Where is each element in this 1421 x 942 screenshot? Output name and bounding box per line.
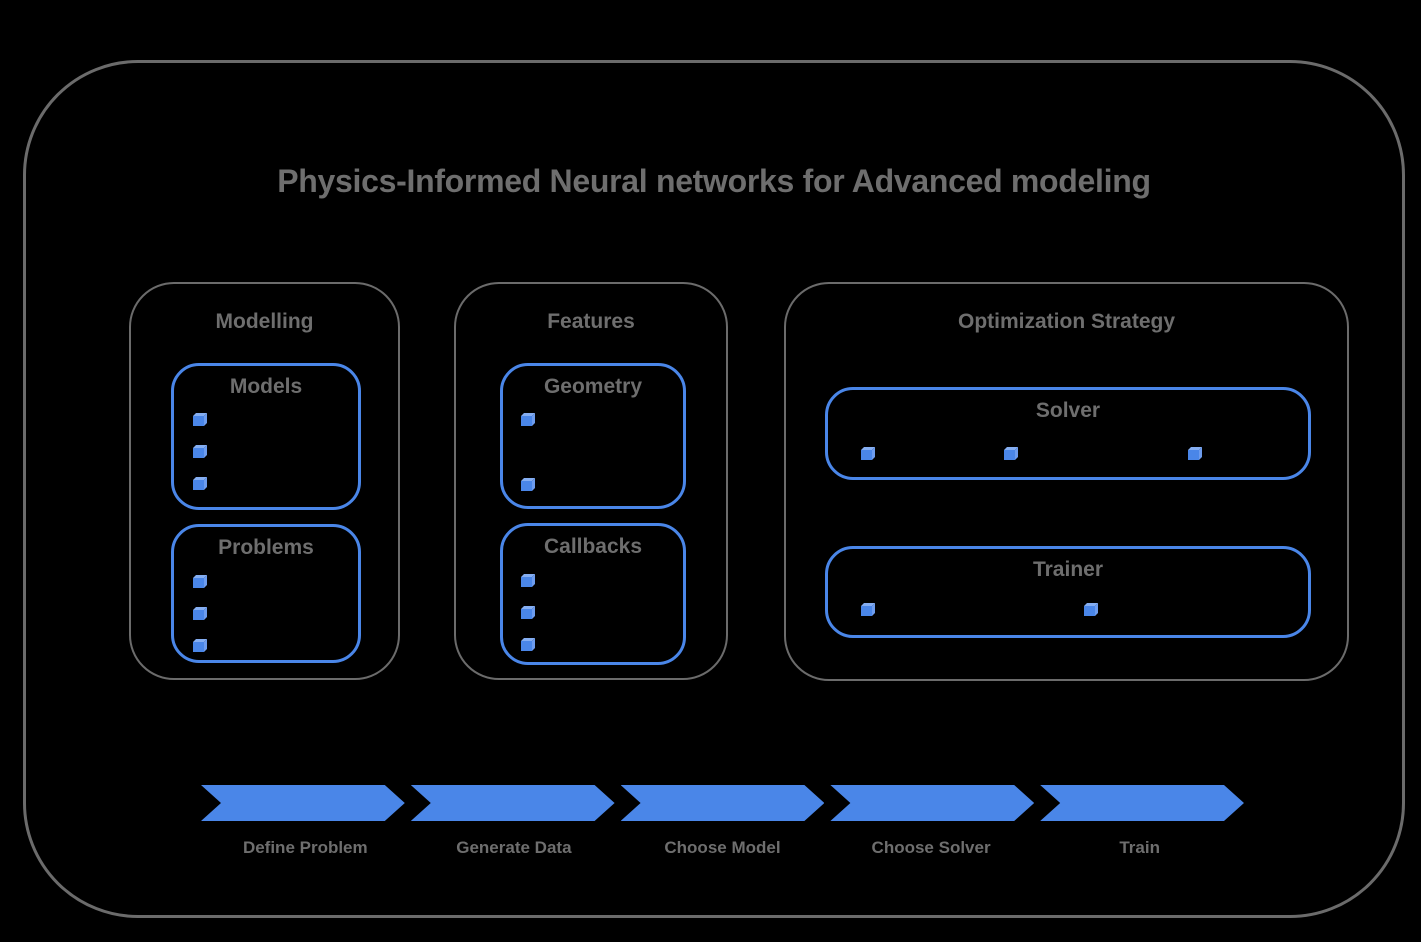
chevron-segment-icon: [411, 785, 615, 821]
cube-bullet-icon: [519, 477, 536, 492]
section-optimization-label: Optimization Strategy: [957, 310, 1176, 333]
chevron-segment-icon: [830, 785, 1034, 821]
flow-step-label: Train: [1119, 838, 1160, 857]
chevron-segment-icon: [621, 785, 825, 821]
cube-bullet-icon: [191, 476, 208, 491]
page-title: Physics-Informed Neural networks for Adv…: [277, 163, 1151, 199]
section-features: Features Geometry Callbacks: [454, 282, 728, 680]
cube-bullet-icon: [859, 602, 876, 617]
section-modelling: Modelling Models Problems: [129, 282, 400, 680]
cube-bullet-icon: [519, 637, 536, 652]
outer-container: Physics-Informed Neural networks for Adv…: [23, 60, 1405, 918]
cube-bullet-icon: [191, 606, 208, 621]
group-geometry-label: Geometry: [543, 375, 643, 398]
cube-bullet-icon: [191, 638, 208, 653]
flow-step-label: Define Problem: [242, 838, 368, 857]
cube-bullet-icon: [191, 412, 208, 427]
chevron-segment-icon: [201, 785, 405, 821]
cube-bullet-icon: [519, 412, 536, 427]
cube-bullet-icon: [859, 446, 876, 461]
group-problems-label: Problems: [218, 536, 314, 559]
cube-bullet-icon: [519, 605, 536, 620]
group-problems: Problems: [171, 524, 361, 663]
group-trainer-label: Trainer: [1032, 558, 1104, 581]
group-callbacks-label: Callbacks: [543, 535, 643, 558]
section-optimization-strategy: Optimization Strategy Solver Trainer: [784, 282, 1349, 681]
chevron-segment-icon: [1040, 785, 1244, 821]
group-geometry: Geometry: [500, 363, 686, 509]
group-solver: Solver: [825, 387, 1311, 480]
section-features-label: Features: [547, 310, 635, 333]
group-models: Models: [171, 363, 361, 510]
cube-bullet-icon: [191, 574, 208, 589]
flow-labels: Define Problem Generate Data Choose Mode…: [201, 838, 1244, 858]
cube-bullet-icon: [519, 573, 536, 588]
cube-bullet-icon: [1082, 602, 1099, 617]
group-solver-label: Solver: [1035, 399, 1101, 422]
section-modelling-label: Modelling: [215, 310, 314, 333]
flow-step-label: Generate Data: [456, 838, 572, 857]
group-trainer: Trainer: [825, 546, 1311, 638]
flow-arrow: [201, 785, 1244, 821]
cube-bullet-icon: [1002, 446, 1019, 461]
cube-bullet-icon: [191, 444, 208, 459]
flow-step-label: Choose Model: [664, 838, 781, 857]
cube-bullet-icon: [1186, 446, 1203, 461]
group-callbacks: Callbacks: [500, 523, 686, 665]
group-models-label: Models: [229, 375, 303, 398]
flow-step-label: Choose Solver: [871, 838, 991, 857]
